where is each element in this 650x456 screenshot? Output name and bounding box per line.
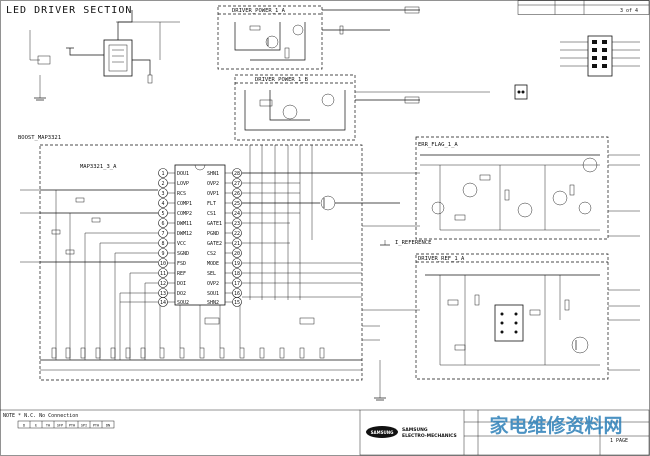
svg-text:21: 21 xyxy=(234,241,240,247)
svg-text:FLT: FLT xyxy=(207,201,216,207)
svg-text:OVP1: OVP1 xyxy=(207,191,219,197)
svg-text:26: 26 xyxy=(234,191,240,197)
svg-text:SPI: SPI xyxy=(81,424,87,428)
boost-wiring xyxy=(20,145,420,401)
title-block: SAMSUNG SAMSUNG ELECTRO-MECHANICS 1 PAGE xyxy=(359,409,650,456)
svg-text:TH: TH xyxy=(46,424,50,428)
svg-text:17: 17 xyxy=(234,281,240,287)
svg-text:CS2: CS2 xyxy=(207,251,216,257)
svg-text:DN: DN xyxy=(106,424,110,428)
svg-text:25: 25 xyxy=(234,201,240,207)
svg-text:28: 28 xyxy=(234,171,240,177)
svg-text:SEL: SEL xyxy=(207,271,216,277)
svg-text:23: 23 xyxy=(234,221,240,227)
svg-text:10: 10 xyxy=(160,261,166,267)
svg-text:FSD: FSD xyxy=(177,261,186,267)
svg-text:PTH: PTH xyxy=(69,424,75,428)
svg-text:19: 19 xyxy=(234,261,240,267)
svg-text:22: 22 xyxy=(234,231,240,237)
svg-text:COMP2: COMP2 xyxy=(177,211,192,217)
svg-text:DOI: DOI xyxy=(177,281,186,287)
svg-text:SOU2: SOU2 xyxy=(177,300,189,306)
svg-text:12: 12 xyxy=(160,281,166,287)
svg-text:SHN1: SHN1 xyxy=(207,171,219,177)
svg-text:GATE2: GATE2 xyxy=(207,241,222,247)
svg-text:6: 6 xyxy=(161,221,164,227)
svg-text:8: 8 xyxy=(161,241,164,247)
svg-text:PGND: PGND xyxy=(207,231,219,237)
svg-text:DOU1: DOU1 xyxy=(177,171,189,177)
svg-text:PTH: PTH xyxy=(93,424,99,428)
svg-text:24: 24 xyxy=(234,211,240,217)
map3321-ic xyxy=(174,164,226,306)
svg-text:9: 9 xyxy=(161,251,164,257)
page-label: 1 PAGE xyxy=(610,438,628,444)
driver-power-1a-label: DRIVER_POWER_1_A xyxy=(232,8,286,14)
driver-power-1b-block: DRIVER_POWER_1_B xyxy=(234,74,528,141)
svg-text:SHN2: SHN2 xyxy=(207,300,219,306)
svg-text:OVP2: OVP2 xyxy=(207,181,219,187)
svg-text:LOVP: LOVP xyxy=(177,181,189,187)
svg-text:20: 20 xyxy=(234,251,240,257)
svg-text:1: 1 xyxy=(161,171,164,177)
svg-text:SAMSUNG: SAMSUNG xyxy=(371,430,394,435)
watermark: 家电维修资料网 xyxy=(489,414,622,437)
svg-text:DWM12: DWM12 xyxy=(177,231,192,237)
svg-text:14: 14 xyxy=(160,300,166,306)
svg-text:E: E xyxy=(35,424,37,428)
svg-text:13: 13 xyxy=(160,291,166,297)
svg-text:4: 4 xyxy=(161,201,164,207)
company-name-line1: SAMSUNG xyxy=(402,427,428,433)
driver-power-1a-block: DRIVER_POWER_1_A xyxy=(217,5,420,70)
note-section: NOTE * N.C. No Connection D E TH SFP PTH… xyxy=(0,409,360,429)
svg-text:SOU1: SOU1 xyxy=(207,291,219,297)
output-connector xyxy=(560,35,640,77)
svg-text:RCS: RCS xyxy=(177,191,186,197)
svg-text:VCC: VCC xyxy=(177,241,186,247)
svg-text:DWM11: DWM11 xyxy=(177,221,192,227)
note-text: NOTE * N.C. No Connection xyxy=(3,413,78,419)
svg-text:27: 27 xyxy=(234,181,240,187)
svg-text:11: 11 xyxy=(160,271,166,277)
driver-ref-label: DRIVER_REF_1_A xyxy=(418,256,465,262)
svg-text:7: 7 xyxy=(161,231,164,237)
i-reference-label: I_REFERENCE xyxy=(395,240,431,246)
svg-text:SFP: SFP xyxy=(57,424,63,428)
svg-text:2: 2 xyxy=(161,181,164,187)
err-flag-block: ERR_FLAG_1_A I_REFERENCE xyxy=(395,136,640,246)
driver-power-1b-label: DRIVER_POWER_1_B xyxy=(255,77,309,83)
svg-text:3: 3 xyxy=(161,191,164,197)
svg-text:MODE: MODE xyxy=(207,261,219,267)
boost-label: BOOST_MAP3321 xyxy=(18,135,61,141)
header-box: 3 of 4 xyxy=(517,0,650,15)
svg-text:16: 16 xyxy=(234,291,240,297)
svg-text:SGND: SGND xyxy=(177,251,189,257)
svg-text:15: 15 xyxy=(234,300,240,306)
watermark-text: 家电维修资料网 xyxy=(489,414,622,437)
svg-text:5: 5 xyxy=(161,211,164,217)
driver-ref-block: DRIVER_REF_1_A xyxy=(415,253,640,380)
samsung-logo: SAMSUNG xyxy=(366,426,398,438)
svg-text:CS1: CS1 xyxy=(207,211,216,217)
svg-text:GATE1: GATE1 xyxy=(207,221,222,227)
svg-text:DO2: DO2 xyxy=(177,291,186,297)
svg-text:REF: REF xyxy=(177,271,186,277)
svg-text:D: D xyxy=(23,424,25,428)
sheet-title: LED DRIVER SECTION xyxy=(6,5,132,16)
ic-right-pins: SHN1 28 OVP2 27 OVP1 26 FLT 25 CS1 24 GATE1 23… xyxy=(207,168,242,307)
err-flag-label: ERR_FLAG_1_A xyxy=(418,142,458,148)
ic-instance-label: MAP3321_3_A xyxy=(80,164,117,170)
ref-ic xyxy=(494,304,524,342)
svg-text:COMP1: COMP1 xyxy=(177,201,192,207)
page-info: 3 of 4 xyxy=(620,8,638,14)
svg-text:OVP2: OVP2 xyxy=(207,281,219,287)
svg-text:18: 18 xyxy=(234,271,240,277)
company-name-line2: ELECTRO-MECHANICS xyxy=(402,433,457,439)
input-connector xyxy=(29,10,180,101)
